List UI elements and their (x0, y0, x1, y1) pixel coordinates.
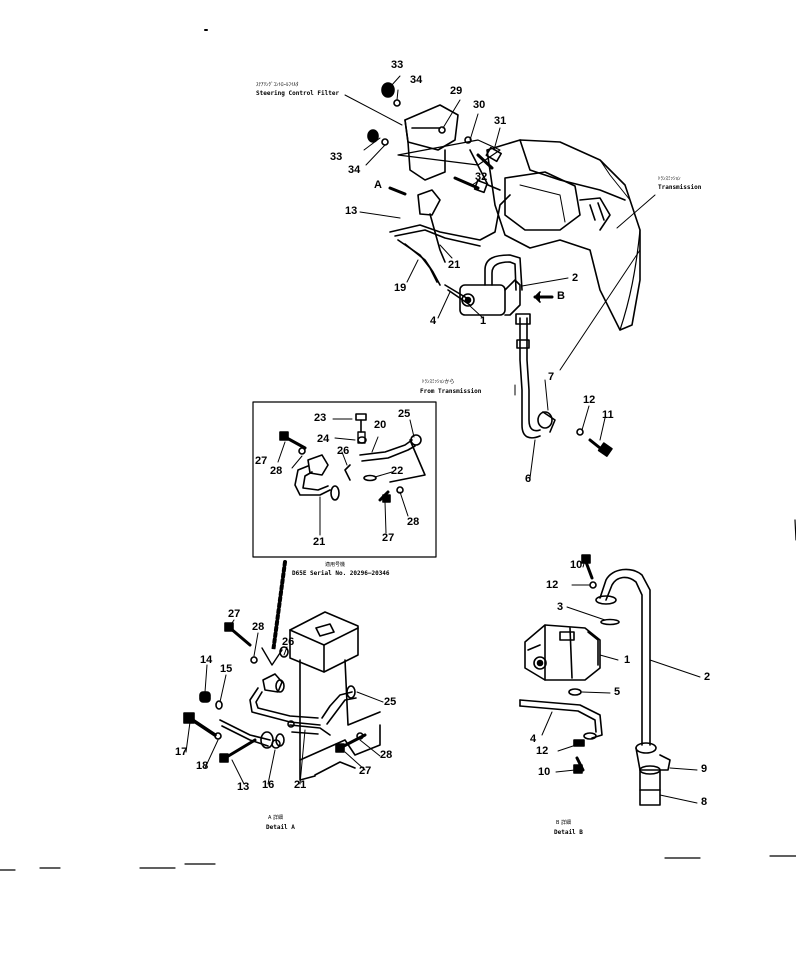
callout-12: 12 (546, 579, 559, 591)
view-a-marker: A (374, 179, 382, 191)
callout-10: 10 (538, 766, 551, 778)
callout-5: 5 (614, 686, 621, 698)
filter-inlet-pipes (389, 189, 511, 286)
callout-32: 32 (475, 171, 488, 183)
callout-6: 6 (525, 473, 532, 485)
callout-11: 11 (602, 409, 614, 421)
callout-31: 31 (494, 115, 507, 127)
callout-4: 4 (430, 315, 437, 327)
bolt-11-12 (576, 428, 613, 457)
steering-filter-caption-jp: ｽﾃｱﾘﾝｸﾞｺﾝﾄﾛｰﾙﾌｲﾙﾀ (256, 82, 299, 88)
callout-27: 27 (228, 608, 241, 620)
callout-7: 7 (548, 371, 555, 383)
callout-13: 13 (345, 205, 358, 217)
callout-21: 21 (448, 259, 461, 271)
margin-marks (0, 29, 796, 871)
callout-27: 27 (255, 455, 268, 467)
callout-24: 24 (317, 433, 330, 445)
callout-2: 2 (704, 671, 711, 683)
callout-28: 28 (407, 516, 420, 528)
callout-1: 1 (624, 654, 631, 666)
callout-9: 9 (701, 763, 708, 775)
callout-27: 27 (382, 532, 395, 544)
callout-33: 33 (330, 151, 343, 163)
callout-12: 12 (536, 745, 549, 757)
detail-a-caption: Detail A (266, 824, 295, 831)
callout-25: 25 (384, 696, 397, 708)
callout-20: 20 (374, 419, 387, 431)
callout-3: 3 (557, 601, 564, 613)
detail-a-bolts (183, 622, 367, 763)
leader-lines-detail-b (541, 559, 701, 804)
view-b-marker: B (557, 290, 565, 302)
callout-28: 28 (252, 621, 265, 633)
steering-control-filter (397, 104, 501, 191)
leader-lines-middle (277, 418, 415, 536)
callout-27: 27 (359, 765, 372, 777)
callout-28: 28 (270, 465, 283, 477)
detail-b-caption: Detail B (554, 829, 583, 836)
detail-b-caption-jp: B 詳細 (556, 820, 572, 826)
callout-12: 12 (583, 394, 596, 406)
serial-detail-frame (252, 401, 437, 558)
detail-a-caption-jp: A 詳細 (268, 815, 284, 821)
callout-23: 23 (314, 412, 327, 424)
callout-2: 2 (572, 272, 579, 284)
callout-26: 26 (282, 636, 295, 648)
pump-and-tubes (444, 254, 556, 439)
callout-21: 21 (294, 779, 307, 791)
callout-15: 15 (220, 663, 233, 675)
detail-b-bolts (568, 554, 620, 774)
callout-4: 4 (530, 733, 537, 745)
transmission-caption: Transmission (658, 184, 702, 191)
transmission-housing (486, 139, 641, 331)
callout-33: 33 (391, 59, 404, 71)
callout-34: 34 (348, 164, 361, 176)
callout-28: 28 (380, 749, 393, 761)
callout-19: 19 (394, 282, 407, 294)
callout-14: 14 (200, 654, 213, 666)
from-transmission-caption: From Transmission (420, 388, 482, 395)
from-transmission-caption-jp: ﾄﾗﾝｽﾐｯｼｮﾝから (422, 379, 455, 385)
steering-filter-caption: Steering Control Filter (256, 90, 340, 97)
detail-b-tube-2 (595, 568, 671, 806)
callout-16: 16 (262, 779, 275, 791)
callout-10: 10 (570, 559, 583, 571)
serial-caption: D65E Serial No. 20296—20346 (292, 570, 390, 577)
callout-25: 25 (398, 408, 411, 420)
callout-29: 29 (450, 85, 463, 97)
leader-lines-detail-a (185, 619, 384, 785)
callout-13: 13 (237, 781, 250, 793)
leader-lines-top (344, 75, 656, 479)
detail-b-pump (524, 624, 601, 681)
callout-18: 18 (196, 760, 209, 772)
callout-21: 21 (313, 536, 326, 548)
serial-detail-parts (279, 413, 426, 503)
callout-34: 34 (410, 74, 423, 86)
detail-arrow (261, 560, 287, 666)
view-arrows (388, 186, 554, 303)
callout-30: 30 (473, 99, 486, 111)
callout-17: 17 (175, 746, 188, 758)
detail-b-tube-4 (519, 699, 603, 740)
callout-8: 8 (701, 796, 708, 808)
callout-1: 1 (480, 315, 487, 327)
detail-a-pipes (219, 673, 357, 749)
callout-26: 26 (337, 445, 350, 457)
transmission-caption-jp: ﾄﾗﾝｽﾐｯｼｮﾝ (658, 176, 681, 182)
serial-caption-jp: 適用号機 (325, 562, 346, 568)
callout-22: 22 (391, 465, 404, 477)
